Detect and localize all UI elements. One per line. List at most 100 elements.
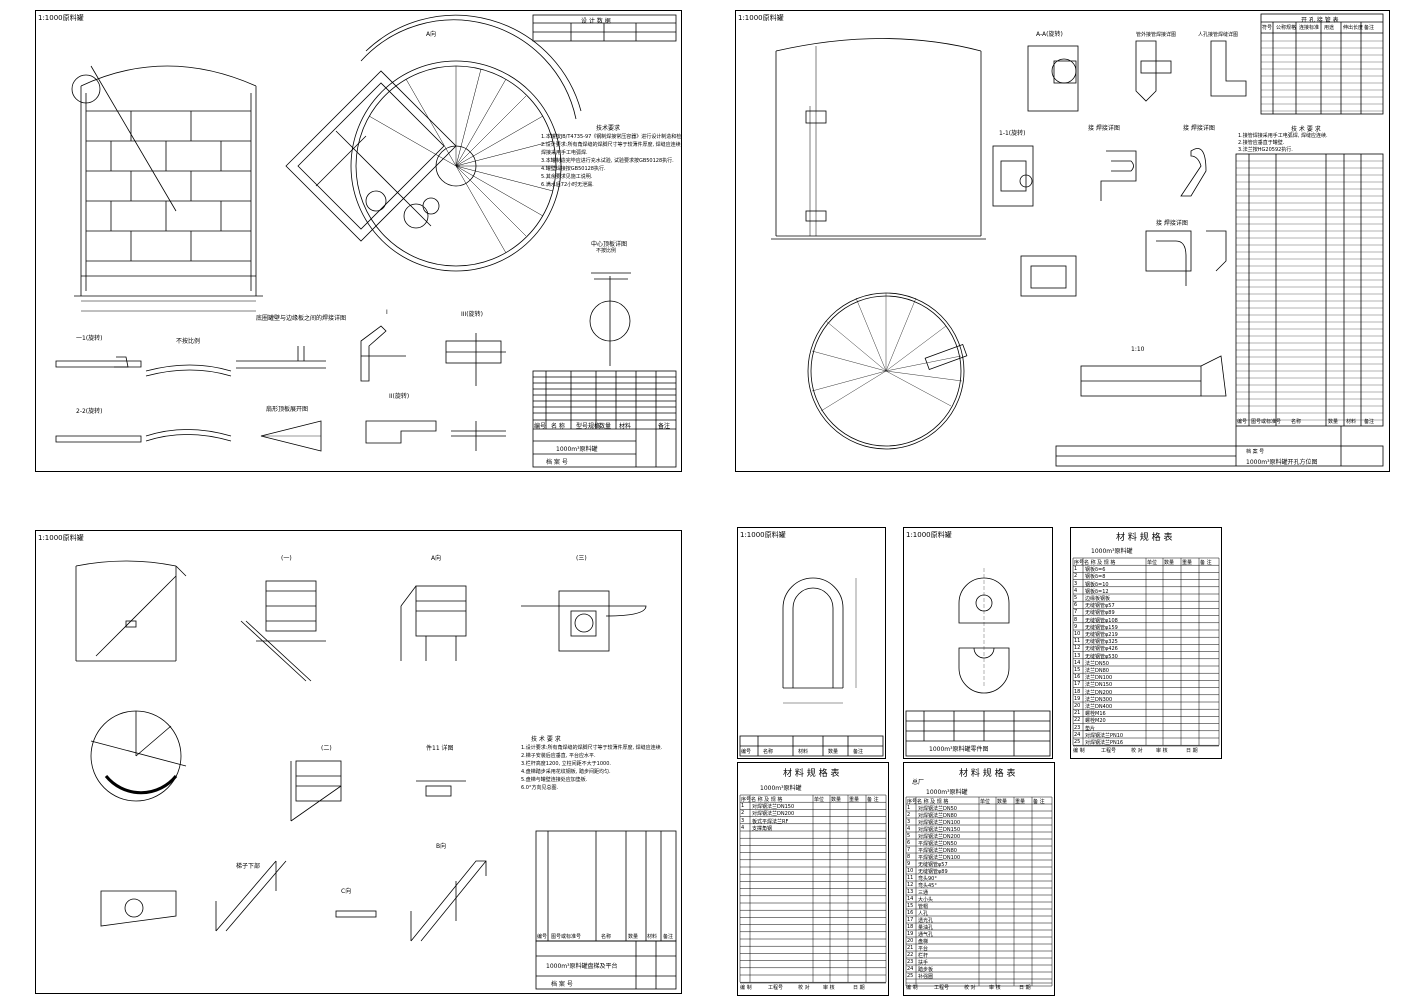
- table-row-item: 法兰DN300: [1085, 696, 1113, 703]
- table-row-item: 弯头90°: [918, 876, 937, 882]
- table-row-number: 1: [907, 805, 911, 811]
- table-row-item: 对焊钢法兰PN10: [1085, 732, 1124, 739]
- sheet-tag: 1:1000原料罐: [738, 14, 784, 22]
- table-row-item: 量油孔: [918, 925, 934, 931]
- table-row-item: 螺栓M20: [1085, 718, 1106, 725]
- table-row-number: 25: [907, 973, 914, 979]
- table-header: 数量: [997, 799, 1008, 805]
- sheet6-grid: [1072, 557, 1220, 747]
- table-header: 单位: [814, 797, 825, 803]
- table-row-item: 无缝钢管φ89: [918, 869, 948, 875]
- table-header: 重量: [1015, 799, 1026, 805]
- table-row-number: 3: [907, 819, 911, 825]
- table-row-number: 20: [1074, 703, 1081, 709]
- section-1-label: 一1(旋转): [76, 335, 103, 342]
- table-row-number: 12: [1074, 645, 1081, 652]
- section-aa-label: A-A(旋转): [1036, 31, 1063, 38]
- table-row-number: 3: [1074, 580, 1078, 587]
- footer-label: 日 期: [1186, 748, 1198, 754]
- material-spec-table-2[interactable]: 材 料 规 格 表 1000m³原料罐 序号名 称 及 规 格单位数量重量备 注…: [737, 762, 889, 996]
- table-row-number: 12: [907, 882, 914, 888]
- bom-header: 图号或标准号: [551, 934, 582, 940]
- table-row-item: 法兰DN50: [1085, 660, 1109, 667]
- table-row-item: 无缝钢管φ426: [1085, 646, 1118, 653]
- table-row-item: 对焊钢法兰DN200: [918, 834, 961, 840]
- tech-req-line: 1.本罐按JB/T4735-97《钢制焊接常压容器》进行设计制造和检验.: [541, 134, 682, 140]
- table-row-item: 法兰DN150: [1085, 682, 1113, 689]
- bom-header: 材料: [1346, 419, 1357, 425]
- detail-iii-title: III(旋转): [461, 311, 483, 318]
- view-c-label: C向: [341, 888, 352, 895]
- center-ring-title: 中心顶板详图: [591, 241, 628, 248]
- bom-header-name: 名 称: [551, 423, 565, 430]
- table-row-number: 25: [1074, 739, 1081, 745]
- material-spec-table-3[interactable]: 材 料 规 格 表 总厂 1000m³原料罐 序号名 称 及 规 格单位数量重量…: [903, 762, 1055, 996]
- table-row-number: 15: [907, 903, 914, 909]
- sheet8-grid: [905, 796, 1053, 987]
- table-row-number: 21: [1074, 710, 1081, 717]
- table-row-item: 补强圈: [918, 974, 934, 980]
- sheet4-drawing: [739, 577, 884, 757]
- table-row-number: 5: [907, 833, 911, 839]
- table-row-item: 对焊钢法兰DN80: [918, 813, 957, 819]
- table-row-item: 三通: [918, 890, 929, 896]
- center-ring-scale: 不按比例: [596, 248, 617, 254]
- detail-i-title: I: [386, 309, 388, 316]
- drawing-sheet-nozzle-orientation[interactable]: 1:1000原料罐 A-A(旋转) 1-1(旋转) 接 焊接详图 接 焊接详图 …: [735, 10, 1390, 472]
- table-row-number: 18: [1074, 688, 1081, 695]
- material-spec-table-1[interactable]: 材 料 规 格 表 1000m³原料罐 序号名 称 及 规 格单位数量重量备 注…: [1070, 527, 1222, 759]
- table-row-number: 23: [1074, 724, 1081, 731]
- table-row-item: 钢板δ=10: [1085, 581, 1109, 588]
- table-header: 名 称 及 规 格: [751, 797, 783, 803]
- bom-header: 数量: [1328, 419, 1339, 425]
- footer-label: 校 对: [964, 985, 976, 991]
- table-row-number: 4: [1074, 587, 1078, 594]
- sheet7-grid: [739, 794, 887, 984]
- table-row-number: 2: [1074, 573, 1078, 580]
- table-header: 重量: [849, 797, 860, 803]
- drawing-sheet-tank-general[interactable]: 1:1000原料罐 设 计 数 据 A向 一1(旋转) 2-2(旋转) 不按比例…: [35, 10, 682, 472]
- table-row-item: 法兰DN80: [1085, 668, 1109, 674]
- table-row-number: 21: [907, 945, 914, 951]
- project-name: 1000m³原料罐: [1091, 548, 1133, 555]
- footer-label: 审 核: [1156, 748, 1168, 754]
- tech-req-line: 4.罐壁焊接按GB50128执行.: [541, 166, 606, 172]
- footer-label: 校 对: [798, 985, 810, 991]
- opening-header: 符号: [1262, 25, 1273, 31]
- table-row-number: 4: [741, 824, 745, 831]
- table-row-item: 无缝钢管φ325: [1085, 639, 1118, 646]
- bom-header-qty: 数量: [599, 423, 612, 430]
- bom-header: 名称: [763, 749, 774, 755]
- drawing-sheet-part-u[interactable]: 1:1000原料罐 编号 名称 材料 数量 备注: [737, 527, 886, 759]
- opening-header: 伸出长度: [1343, 25, 1364, 31]
- table-row-number: 18: [907, 924, 914, 930]
- view-b-label: B向: [436, 843, 447, 850]
- table-row-number: 8: [907, 854, 911, 860]
- ladder-bottom-title: 梯子下部: [236, 863, 261, 870]
- sheet2-drawing: [771, 13, 1384, 467]
- bom-header: 数量: [628, 934, 639, 940]
- section-2-label: 2-2(旋转): [76, 408, 103, 415]
- table-row-number: 6: [1074, 602, 1078, 609]
- bom-header-no: 编号: [534, 423, 547, 430]
- tech-req-title: 技 术 要 求: [531, 736, 561, 743]
- table-row-item: 扶手: [918, 960, 929, 966]
- table-row-item: 板式平焊法兰RF: [752, 818, 789, 825]
- drawing-sheet-part-lug[interactable]: 1:1000原料罐 1000m³原料罐零件图: [903, 527, 1053, 759]
- table-row-number: 11: [1074, 638, 1081, 645]
- table-row-item: 通气孔: [918, 932, 934, 938]
- section-3-label: (三): [576, 555, 587, 562]
- table-row-number: 9: [907, 861, 911, 867]
- table-row-number: 7: [1074, 609, 1078, 616]
- drawing-sheet-stair-platform[interactable]: 1:1000原料罐 (一) A向 (三) (二) 件11 详图 梯子下部 C向 …: [35, 530, 682, 994]
- table-row-item: 垫片: [1085, 725, 1096, 732]
- table-row-item: 对焊钢法兰DN50: [918, 806, 957, 812]
- opening-table-title: 开 孔 接 管 表: [1301, 17, 1339, 24]
- opening-header: 连接标准: [1299, 25, 1320, 31]
- bom-header: 材料: [647, 934, 658, 940]
- table-row-number: 11: [907, 875, 914, 881]
- table-header: 单位: [980, 799, 991, 805]
- view-a-label: A向: [431, 555, 442, 562]
- table-row-item: 法兰DN100: [1085, 675, 1113, 682]
- footer-label: 审 核: [823, 985, 835, 991]
